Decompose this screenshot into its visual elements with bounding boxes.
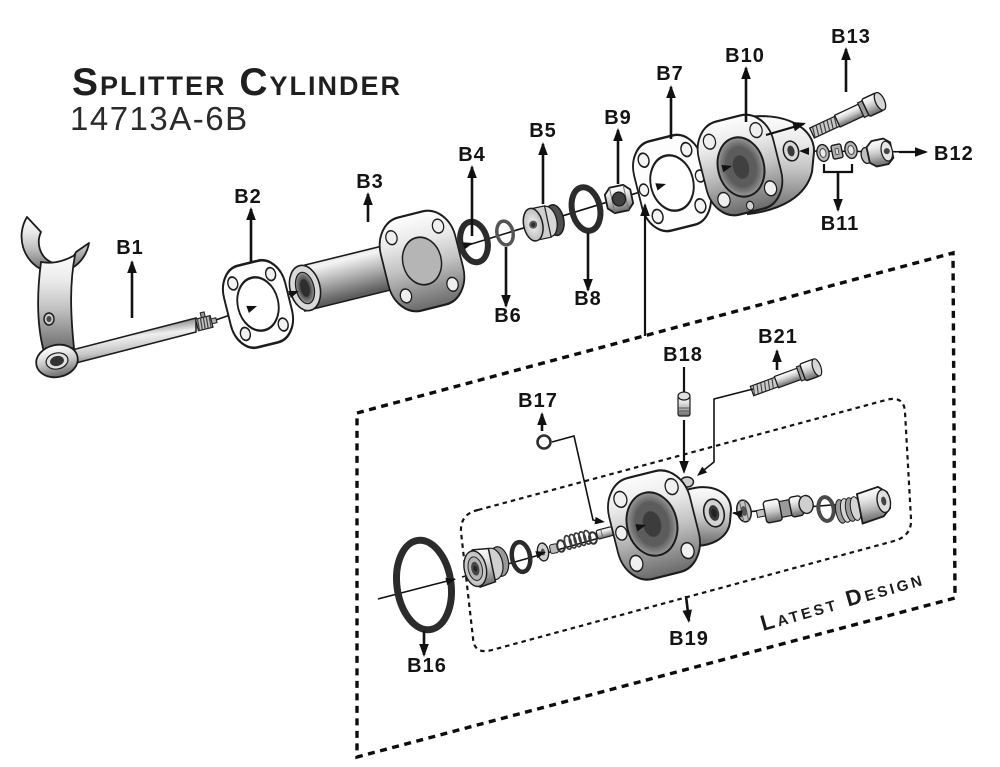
callout-b6: B6 [494, 305, 522, 327]
part-number: 14713A-6B [70, 100, 249, 137]
callout-b5: B5 [529, 120, 557, 142]
part-spring [563, 529, 592, 551]
part-b3-cylinder-body [288, 209, 466, 313]
part-b19-head-assembly [607, 469, 733, 581]
callout-b16: B16 [407, 655, 447, 677]
part-b1-fork-shaft [20, 216, 218, 379]
part-b4-o-ring [457, 218, 491, 266]
part-b16-o-ring [393, 536, 455, 634]
part-b8-o-ring [568, 184, 604, 234]
part-seal-ring [509, 539, 533, 575]
part-b18-plug [677, 391, 691, 417]
part-valve-spool [755, 494, 814, 524]
callout-b8: B8 [574, 288, 602, 310]
part-plug-o-ring [816, 495, 836, 523]
part-gland-nut [463, 546, 510, 588]
callout-b19: B19 [669, 628, 709, 650]
part-tiny-ring-2 [588, 531, 598, 545]
part-b21-bolt [749, 358, 823, 397]
part-b2-gasket [221, 258, 295, 350]
part-b7-gasket [632, 133, 712, 233]
callout-b10: B10 [725, 45, 765, 67]
callout-b18: B18 [663, 344, 703, 366]
part-b13-bolt [808, 91, 887, 139]
callout-b21: B21 [758, 326, 798, 348]
callout-b4: B4 [458, 144, 486, 166]
callout-b1: B1 [116, 237, 144, 259]
callout-b7: B7 [656, 63, 684, 85]
callout-b11: B11 [821, 213, 860, 235]
arrowheads [127, 47, 928, 657]
part-b11-fitting-set [816, 140, 858, 163]
part-guide-pin [595, 526, 614, 540]
part-end-plug [835, 485, 892, 525]
callout-b12: B12 [934, 143, 974, 165]
latest-design-label: Latest Design [757, 565, 927, 636]
callout-b13: B13 [831, 26, 871, 48]
page-title: Splitter Cylinder [72, 61, 402, 104]
part-b12-plug [860, 137, 895, 168]
callout-b17: B17 [518, 390, 558, 412]
part-b9-lock-nut [603, 183, 635, 215]
callout-b9: B9 [604, 107, 632, 129]
part-b10-cylinder-head [696, 113, 816, 217]
part-b17-o-ring [536, 434, 552, 450]
latest-design-inner-boundary [459, 397, 913, 653]
callout-b3: B3 [356, 171, 384, 193]
part-b6-washer [495, 219, 515, 247]
callout-labels: B1 B2 B3 B4 B5 B6 B7 B8 B9 B10 B11 B12 B… [116, 26, 974, 677]
part-retaining-nut [736, 499, 752, 523]
part-b5-piston [522, 204, 565, 242]
callout-b2: B2 [234, 186, 262, 208]
